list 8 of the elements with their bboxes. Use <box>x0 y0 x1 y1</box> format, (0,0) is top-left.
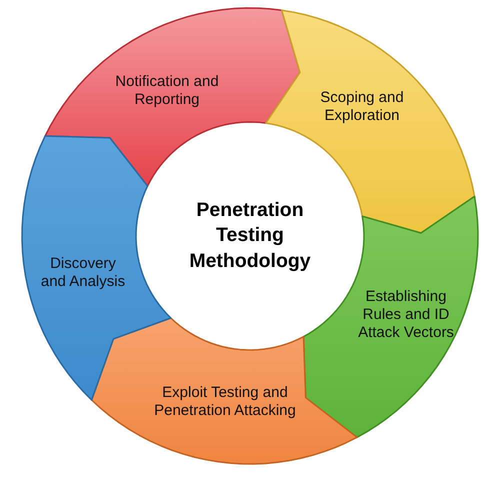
arrow-segment <box>90 317 358 465</box>
diagram-title: Penetration Testing Methodology <box>188 198 312 274</box>
step-label: Establishing Rules and ID Attack Vectors <box>357 288 455 342</box>
step-label: Scoping and Exploration <box>319 89 405 125</box>
step-label: Notification and Reporting <box>114 73 220 109</box>
arrow-segment <box>44 7 301 187</box>
step-label: Exploit Testing and Penetration Attacking <box>153 384 297 420</box>
step-label: Discovery and Analysis <box>40 255 126 291</box>
